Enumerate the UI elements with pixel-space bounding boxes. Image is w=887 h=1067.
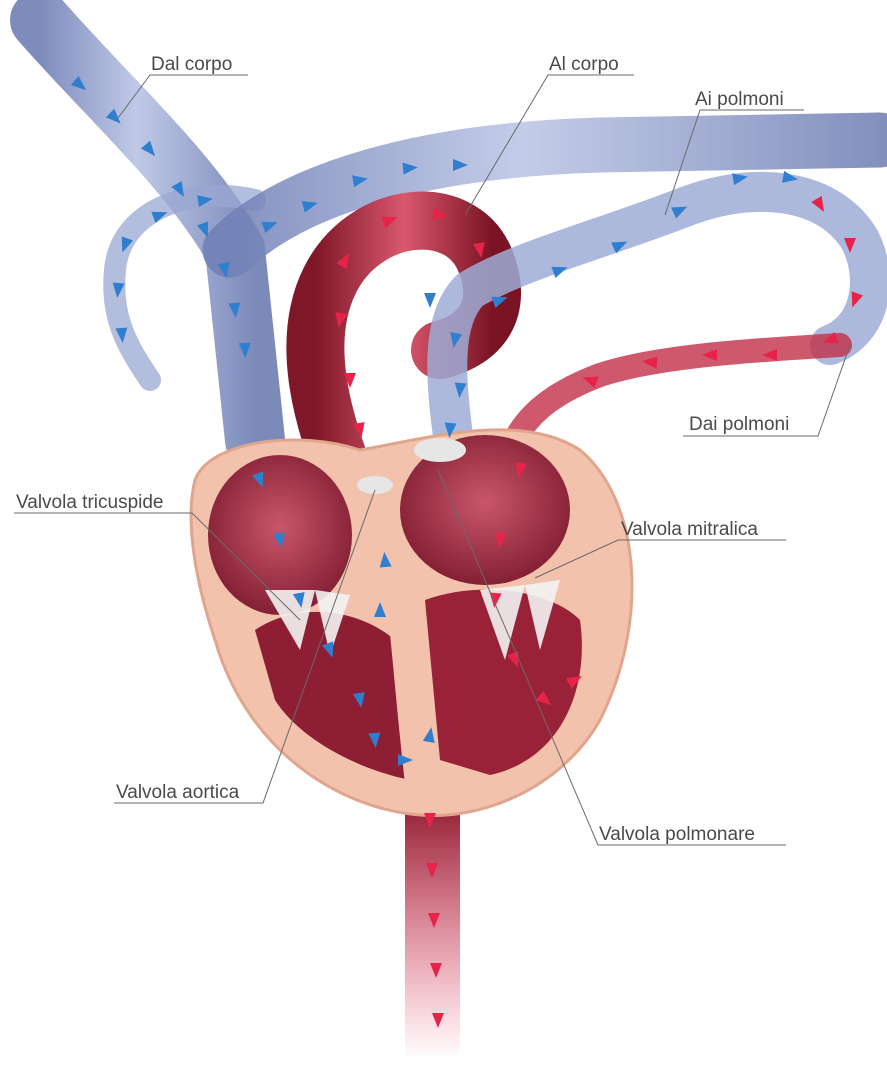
heart: [191, 430, 632, 816]
label-al-corpo: Al corpo: [549, 54, 619, 75]
descending-aorta: [405, 800, 460, 1060]
pulmonary-vein: [515, 345, 840, 440]
label-dal-corpo: Dal corpo: [151, 54, 232, 75]
label-dai-polmoni: Dai polmoni: [689, 414, 789, 435]
label-ai-polmoni: Ai polmoni: [695, 89, 784, 110]
label-valvola-polmonare: Valvola polmonare: [599, 824, 755, 845]
pulmonary-valve-shape: [414, 438, 466, 462]
label-valvola-mitralica: Valvola mitralica: [621, 519, 758, 540]
label-valvola-tricuspide: Valvola tricuspide: [16, 492, 164, 513]
flow-arrow: [424, 293, 436, 308]
label-valvola-aortica: Valvola aortica: [116, 782, 240, 803]
